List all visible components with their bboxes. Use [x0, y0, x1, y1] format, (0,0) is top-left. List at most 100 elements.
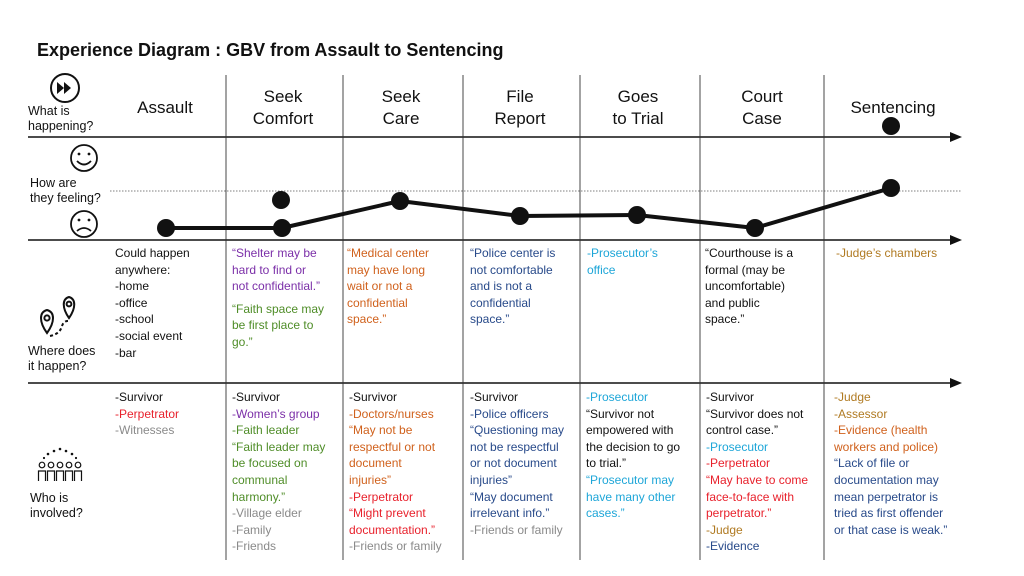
where-line: confidential	[470, 295, 531, 310]
where-line: Could happen	[115, 246, 190, 260]
feeling-dot	[882, 179, 900, 197]
axis-feeling-arrow	[950, 235, 962, 245]
who-line: “Survivor not	[586, 406, 655, 421]
who-line: -Friends	[232, 539, 277, 554]
who-line: injuries”	[349, 472, 392, 487]
stage-heading: Goes to Trial	[612, 87, 664, 128]
who-line: not be respectful	[470, 439, 559, 454]
feeling-dot	[511, 207, 529, 225]
who-line: -Perpetrator	[115, 406, 180, 421]
feeling-dot	[272, 191, 290, 209]
stage-heading: Seek Comfort	[252, 87, 314, 128]
who-line: -Evidence	[706, 539, 760, 554]
who-line: -Family	[232, 522, 272, 537]
where-cell: Could happen anywhere: -home-office -school…	[115, 245, 227, 361]
who-line: -Police officers	[470, 406, 549, 421]
where-line: formal (may be	[705, 262, 786, 277]
page-title: Experience Diagram : GBV from Assault to…	[37, 40, 504, 60]
route-pins-icon	[40, 295, 76, 337]
who-line: irrelevant info.”	[470, 506, 550, 521]
where-line: not confidential.”	[232, 279, 321, 294]
where-line: go.”	[232, 334, 253, 349]
who-line: “Survivor does not	[706, 406, 804, 421]
who-line: or not document	[470, 456, 557, 471]
who-line: tried as first offender	[834, 506, 944, 521]
who-line: be focused on	[232, 456, 308, 471]
who-line: documentation.”	[349, 522, 436, 537]
row-label-who: Who is involved?	[30, 491, 83, 520]
where-line: “Shelter may be	[232, 246, 317, 260]
who-line: “Might prevent	[349, 506, 426, 521]
who-line: the decision to go	[586, 439, 681, 454]
who-cell: -Survivor-Women’s group-Faith leader“Fai…	[232, 389, 344, 555]
who-line: have many other	[586, 489, 676, 504]
who-line: -Friends or family	[349, 539, 442, 554]
who-line: “May have to come	[706, 472, 809, 487]
where-line: space.”	[470, 312, 510, 327]
who-cell: -Survivor -Perpetrator -Witnesses	[115, 389, 227, 439]
where-line: -home	[115, 279, 150, 294]
where-line: anywhere:	[115, 262, 171, 277]
who-line: -Survivor	[232, 390, 281, 404]
where-line: -Prosecutor’s	[587, 246, 658, 260]
feeling-dot	[746, 219, 764, 237]
who-line: -Survivor	[706, 390, 755, 404]
who-line: -Doctors/nurses	[349, 406, 434, 421]
where-cell: -Judge’s chambers	[836, 245, 961, 262]
where-line: -school	[115, 312, 154, 327]
where-line: -office	[115, 295, 148, 310]
who-line: -Perpetrator	[349, 489, 414, 504]
stage-heading: Assault	[137, 98, 193, 117]
group-people-icon	[37, 447, 83, 481]
who-cell: -Survivor “Survivor does not control case.…	[706, 389, 818, 555]
where-line: confidential	[347, 295, 408, 310]
who-line: -Survivor	[349, 390, 398, 404]
stage-heading: File Report	[494, 87, 546, 128]
who-line: control case.”	[706, 423, 779, 438]
who-line: cases.”	[586, 506, 625, 521]
who-line: -Survivor	[115, 390, 164, 404]
where-line: “Medical center	[347, 246, 430, 260]
fast-forward-icon	[50, 73, 80, 103]
axes	[28, 132, 962, 388]
where-line: and is not a	[470, 279, 533, 294]
who-cell: -Survivor -Police officers “Questioning ma…	[470, 389, 582, 538]
where-cell: “Courthouse is a formal (may be uncomforta…	[705, 245, 817, 328]
who-line: workers and police)	[834, 439, 939, 454]
who-line: -Assessor	[834, 406, 888, 421]
feeling-line-group	[157, 117, 900, 237]
who-line: -Friends or family	[470, 522, 563, 537]
where-line: “Courthouse is a	[705, 246, 794, 260]
who-line: to trial.”	[586, 456, 627, 471]
who-line: “Questioning may	[470, 423, 565, 438]
who-line: face-to-face with	[706, 489, 795, 504]
axis-where-arrow	[950, 378, 962, 388]
feeling-dot	[628, 206, 646, 224]
where-line: space.”	[705, 312, 745, 327]
where-line: space.”	[347, 312, 387, 327]
who-line: -Witnesses	[115, 423, 175, 438]
who-line: respectful or not	[349, 439, 436, 454]
who-line: mean perpetrator is	[834, 489, 939, 504]
where-line: not comfortable	[470, 262, 553, 277]
who-line: “Prosecutor may	[586, 472, 675, 487]
who-line: harmony.”	[232, 489, 286, 504]
who-line: perpetrator.”	[706, 506, 772, 521]
feeling-dot	[273, 219, 291, 237]
where-line: uncomfortable)	[705, 279, 786, 294]
who-line: -Faith leader	[232, 423, 300, 438]
stage-heading: Sentencing	[850, 98, 936, 117]
feeling-dot	[391, 192, 409, 210]
where-line: be first place to	[232, 318, 314, 333]
who-line: -Survivor	[470, 390, 519, 404]
who-line: documentation may	[834, 472, 939, 487]
who-line: “Faith leader may	[232, 439, 326, 454]
who-line: “Lack of file or	[834, 456, 910, 471]
where-line: may have long	[347, 262, 426, 277]
who-line: -Evidence (health	[834, 423, 928, 438]
